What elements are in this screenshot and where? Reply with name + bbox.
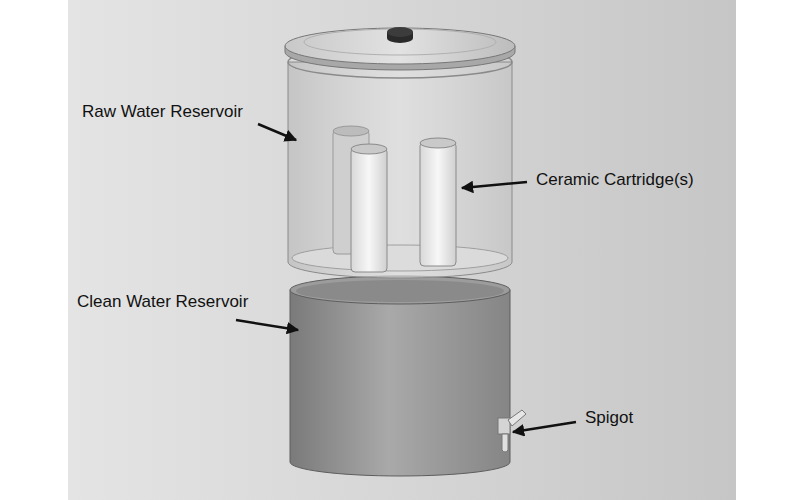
part-label: Raw Water Reservoir <box>82 102 243 122</box>
clean-water-reservoir <box>290 276 510 476</box>
lid <box>285 27 515 70</box>
leader-arrow <box>236 124 576 432</box>
part-label: Clean Water Reservoir <box>77 292 248 312</box>
part-label: Ceramic Cartridge(s) <box>536 170 694 190</box>
ceramic-cartridge <box>333 126 456 272</box>
background <box>68 0 736 500</box>
raw-water-reservoir <box>288 62 512 278</box>
part-label: Spigot <box>585 408 633 428</box>
